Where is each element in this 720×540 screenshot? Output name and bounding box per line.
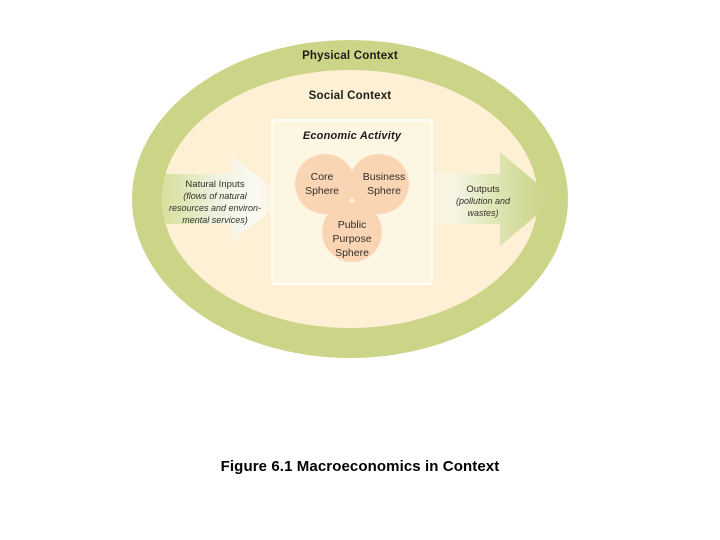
business-sphere-label-group: Business Sphere [363, 171, 406, 197]
public-purpose-sphere-line2: Purpose [332, 233, 371, 245]
spheres-venn [295, 154, 409, 262]
natural-inputs-detail-line2: resources and environ- [169, 203, 261, 213]
outputs-text: Outputs (pollution and wastes) [456, 184, 511, 218]
outputs-title: Outputs [466, 184, 500, 195]
natural-inputs-detail-line3: mental services) [182, 215, 248, 225]
natural-inputs-title: Natural Inputs [185, 179, 244, 190]
natural-inputs-arrow-shape [162, 156, 286, 242]
outputs-detail-line2: wastes) [467, 208, 498, 218]
outputs-detail-line1: (pollution and [456, 196, 511, 206]
natural-inputs-text: Natural Inputs (flows of natural resourc… [169, 179, 261, 225]
public-purpose-sphere-label-group: Public Purpose Sphere [332, 219, 371, 259]
economic-activity-label: Economic Activity [303, 130, 402, 142]
macroeconomics-context-diagram: Physical Context Social Context Natural … [132, 40, 568, 358]
core-sphere-line2: Sphere [305, 185, 339, 197]
business-sphere-line2: Sphere [367, 185, 401, 197]
public-purpose-sphere-line1: Public [338, 219, 367, 231]
outputs-arrow-shape [432, 152, 556, 246]
outputs-arrow [432, 152, 556, 246]
core-sphere-line1: Core [311, 171, 334, 183]
core-sphere-circle [295, 154, 355, 214]
social-context-label: Social Context [309, 90, 392, 102]
physical-context-label: Physical Context [302, 50, 398, 62]
natural-inputs-detail-line1: (flows of natural [183, 191, 248, 201]
public-purpose-sphere-line3: Sphere [335, 247, 369, 259]
core-sphere-label-group: Core Sphere [305, 171, 339, 197]
public-purpose-sphere-circle [322, 202, 382, 262]
business-sphere-circle [349, 154, 409, 214]
figure-caption: Figure 6.1 Macroeconomics in Context [220, 458, 500, 475]
business-sphere-line1: Business [363, 171, 406, 183]
natural-inputs-arrow [162, 156, 286, 242]
